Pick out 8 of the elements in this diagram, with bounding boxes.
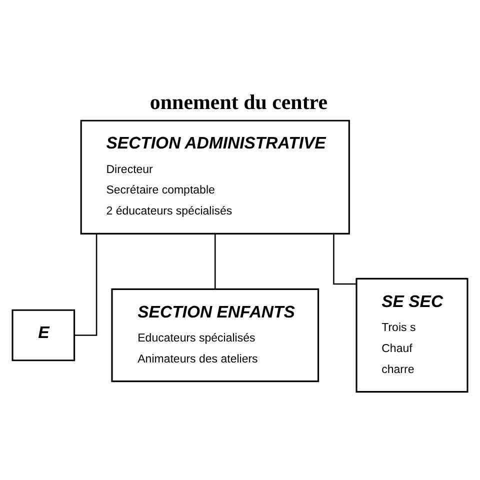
node-box: SECTION ENFANTS Educateurs spécialisés Animateurs des ateliers bbox=[111, 288, 320, 382]
diagram-title: onnement du centre bbox=[150, 90, 328, 114]
node-box: E bbox=[12, 308, 76, 361]
node-box: SECTION ADMINISTRATIVE Directeur Secrétaire comptable 2 éducateurs spécialisés bbox=[80, 119, 350, 234]
connector bbox=[74, 233, 98, 336]
connector bbox=[214, 233, 216, 288]
node-box: SE SEC Trois s Chauf charre bbox=[356, 277, 468, 392]
connector bbox=[333, 234, 356, 284]
